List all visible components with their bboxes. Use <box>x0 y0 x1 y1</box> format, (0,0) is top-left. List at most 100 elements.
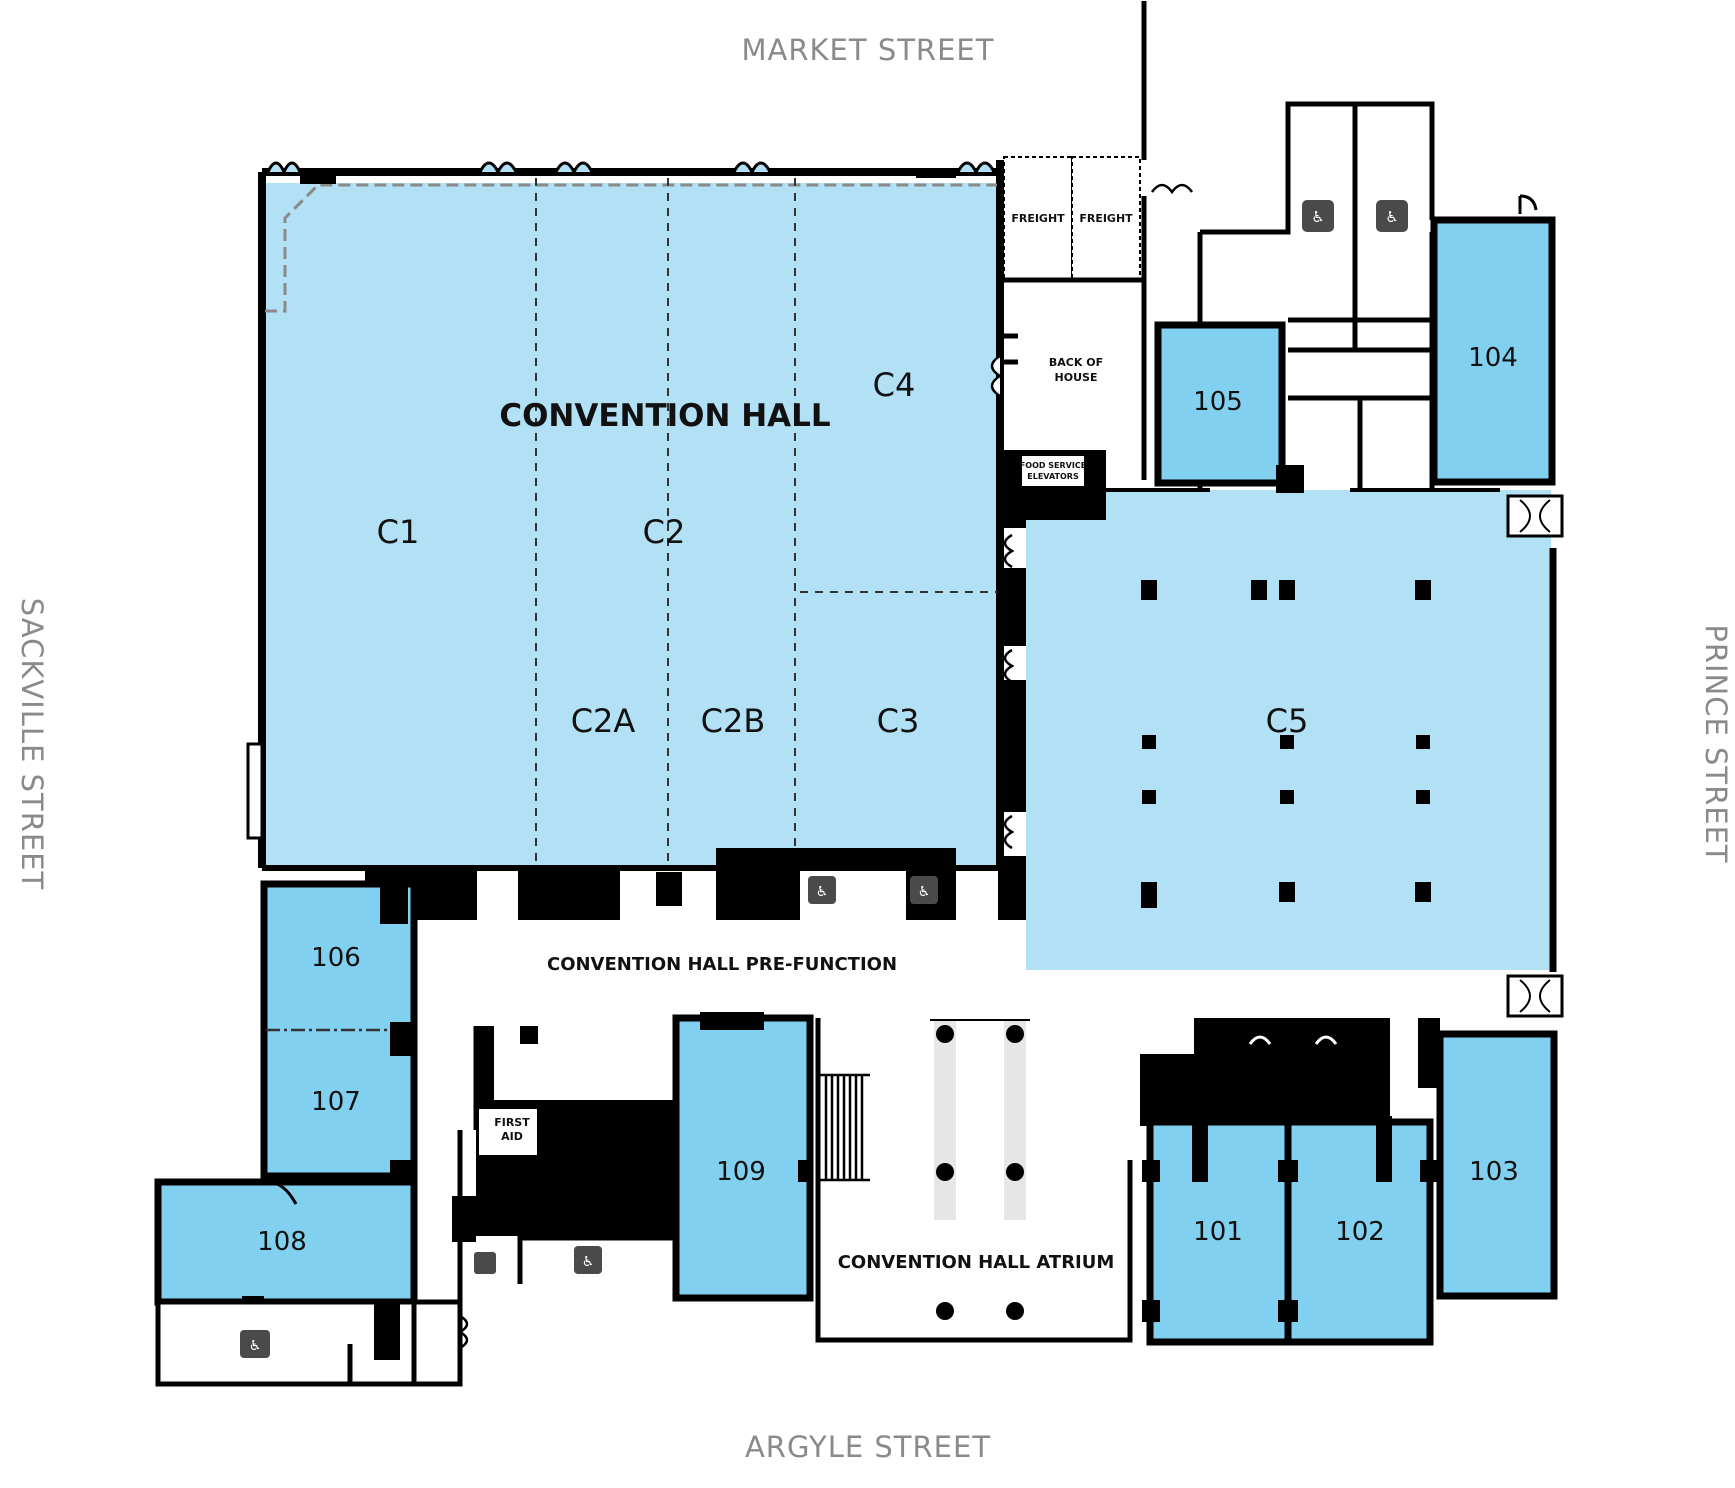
room-105-label: 105 <box>1193 387 1243 417</box>
hall-c5-label: C5 <box>1266 702 1309 740</box>
restroom-icon: ♿ <box>1302 200 1334 232</box>
room-109-label: 109 <box>716 1157 766 1187</box>
room-106-107-block <box>260 880 418 1180</box>
door-swing <box>1519 979 1551 1013</box>
door-108[interactable] <box>267 1180 298 1205</box>
room-102[interactable] <box>1284 1118 1434 1346</box>
wall-block <box>998 680 1028 812</box>
room-108-label: 108 <box>257 1227 307 1257</box>
wall-block <box>1142 1160 1160 1182</box>
hall-c5-columns <box>1141 580 1431 908</box>
room-103-label: 103 <box>1469 1157 1519 1187</box>
door-north-3[interactable] <box>554 161 594 176</box>
food-service-elevators[interactable] <box>1022 456 1084 486</box>
street-label-west: SACKVILLE STREET <box>15 598 49 890</box>
restroom-icon: ♿ <box>808 876 836 904</box>
back-of-house-wall <box>1000 1 1147 480</box>
hall-c1-label: C1 <box>377 513 420 551</box>
freight-label-1: FREIGHT <box>1011 212 1065 225</box>
restroom-icon: ♿ <box>240 1330 270 1358</box>
first-aid-room[interactable] <box>477 1107 539 1157</box>
wall-block <box>1142 1300 1160 1322</box>
convention-hall-title: CONVENTION HALL <box>499 398 830 434</box>
restroom-icon: ♿ <box>1376 200 1408 232</box>
wall-block <box>998 856 1028 920</box>
wall-block <box>700 1012 764 1030</box>
freight-elevator-2[interactable] <box>1071 156 1141 280</box>
hall-c2a-label: C2A <box>571 702 636 740</box>
door-west[interactable] <box>246 742 264 840</box>
svg-text:♿: ♿ <box>1385 208 1398 226</box>
wall-block <box>1376 1116 1392 1182</box>
wall-notch <box>916 168 956 178</box>
wall-block <box>1420 1160 1438 1182</box>
street-label-east: PRINCE STREET <box>1699 624 1733 863</box>
wall-block <box>518 866 620 920</box>
door-east-3[interactable] <box>1003 814 1015 850</box>
door-swing <box>1519 499 1551 533</box>
door-east-2[interactable] <box>1003 648 1015 684</box>
wall-block <box>1418 1018 1440 1088</box>
wall-block <box>998 568 1028 646</box>
se-black-block-corridor <box>1140 1018 1194 1054</box>
atrium-label: CONVENTION HALL ATRIUM <box>838 1252 1115 1273</box>
room-108[interactable] <box>154 1178 418 1306</box>
back-of-house-door-west[interactable] <box>990 354 1003 398</box>
wall-block <box>452 1196 476 1242</box>
back-of-house-label-2: HOUSE <box>1055 371 1098 384</box>
svg-text:♿: ♿ <box>816 884 829 900</box>
wall-block <box>1278 1300 1298 1322</box>
street-label-south: ARGYLE STREET <box>745 1430 991 1464</box>
room-104-label: 104 <box>1468 343 1518 373</box>
wall-block <box>380 884 408 924</box>
door-east-1[interactable] <box>1003 533 1015 569</box>
door-north-5[interactable] <box>956 161 996 176</box>
svg-text:♿: ♿ <box>249 1338 262 1354</box>
first-aid-label-1: FIRST <box>494 1116 530 1129</box>
wall-block <box>656 872 682 906</box>
escalator <box>820 1073 870 1182</box>
wall-block <box>798 1160 812 1182</box>
se-doors[interactable] <box>1248 1035 1338 1045</box>
hall-c4-label: C4 <box>873 366 916 404</box>
wall-block <box>1192 1116 1208 1182</box>
room-103[interactable] <box>1436 1030 1558 1300</box>
door-north-2[interactable] <box>478 161 518 176</box>
room-104[interactable] <box>1430 216 1556 486</box>
atrium-columns <box>936 1025 1024 1320</box>
wall-notch <box>300 168 336 184</box>
food-service-label-2: ELEVATORS <box>1027 472 1079 481</box>
atrium-walkway-right <box>1004 1020 1026 1220</box>
street-label-north: MARKET STREET <box>742 33 995 67</box>
door-north-4[interactable] <box>732 161 772 176</box>
room-106-label: 106 <box>311 943 361 973</box>
sw-service-room <box>155 1299 463 1387</box>
back-of-house-door[interactable] <box>1150 183 1194 195</box>
column <box>520 1026 538 1044</box>
restroom-icon: ♿ <box>910 876 938 904</box>
door-104[interactable] <box>1518 194 1538 214</box>
wall-block <box>1278 1160 1298 1182</box>
door-corridor[interactable] <box>457 1314 469 1350</box>
door-north-1[interactable] <box>266 161 302 176</box>
freight-label-2: FREIGHT <box>1079 212 1133 225</box>
door-c5-east-1[interactable] <box>1506 494 1564 538</box>
convention-hall-dashed-outline <box>265 183 997 313</box>
convention-hall-area[interactable] <box>262 183 997 868</box>
svg-text:♿: ♿ <box>1311 208 1324 226</box>
wall-block <box>374 1302 400 1360</box>
atrium-walls <box>815 1018 1133 1343</box>
hall-c2b-label: C2B <box>701 702 766 740</box>
room-101-label: 101 <box>1193 1217 1243 1247</box>
room-105[interactable] <box>1154 321 1286 487</box>
room-109[interactable] <box>672 1014 814 1302</box>
food-service-label-1: FOOD SERVICE <box>1020 461 1086 470</box>
svg-text:♿: ♿ <box>582 1254 595 1270</box>
central-black-block-top <box>476 1026 494 1116</box>
door-c5-east-2[interactable] <box>1506 974 1564 1018</box>
wall-block <box>1276 465 1304 493</box>
room-107-label: 107 <box>311 1087 361 1117</box>
room-101[interactable] <box>1146 1118 1292 1346</box>
hall-c3-label: C3 <box>877 702 920 740</box>
